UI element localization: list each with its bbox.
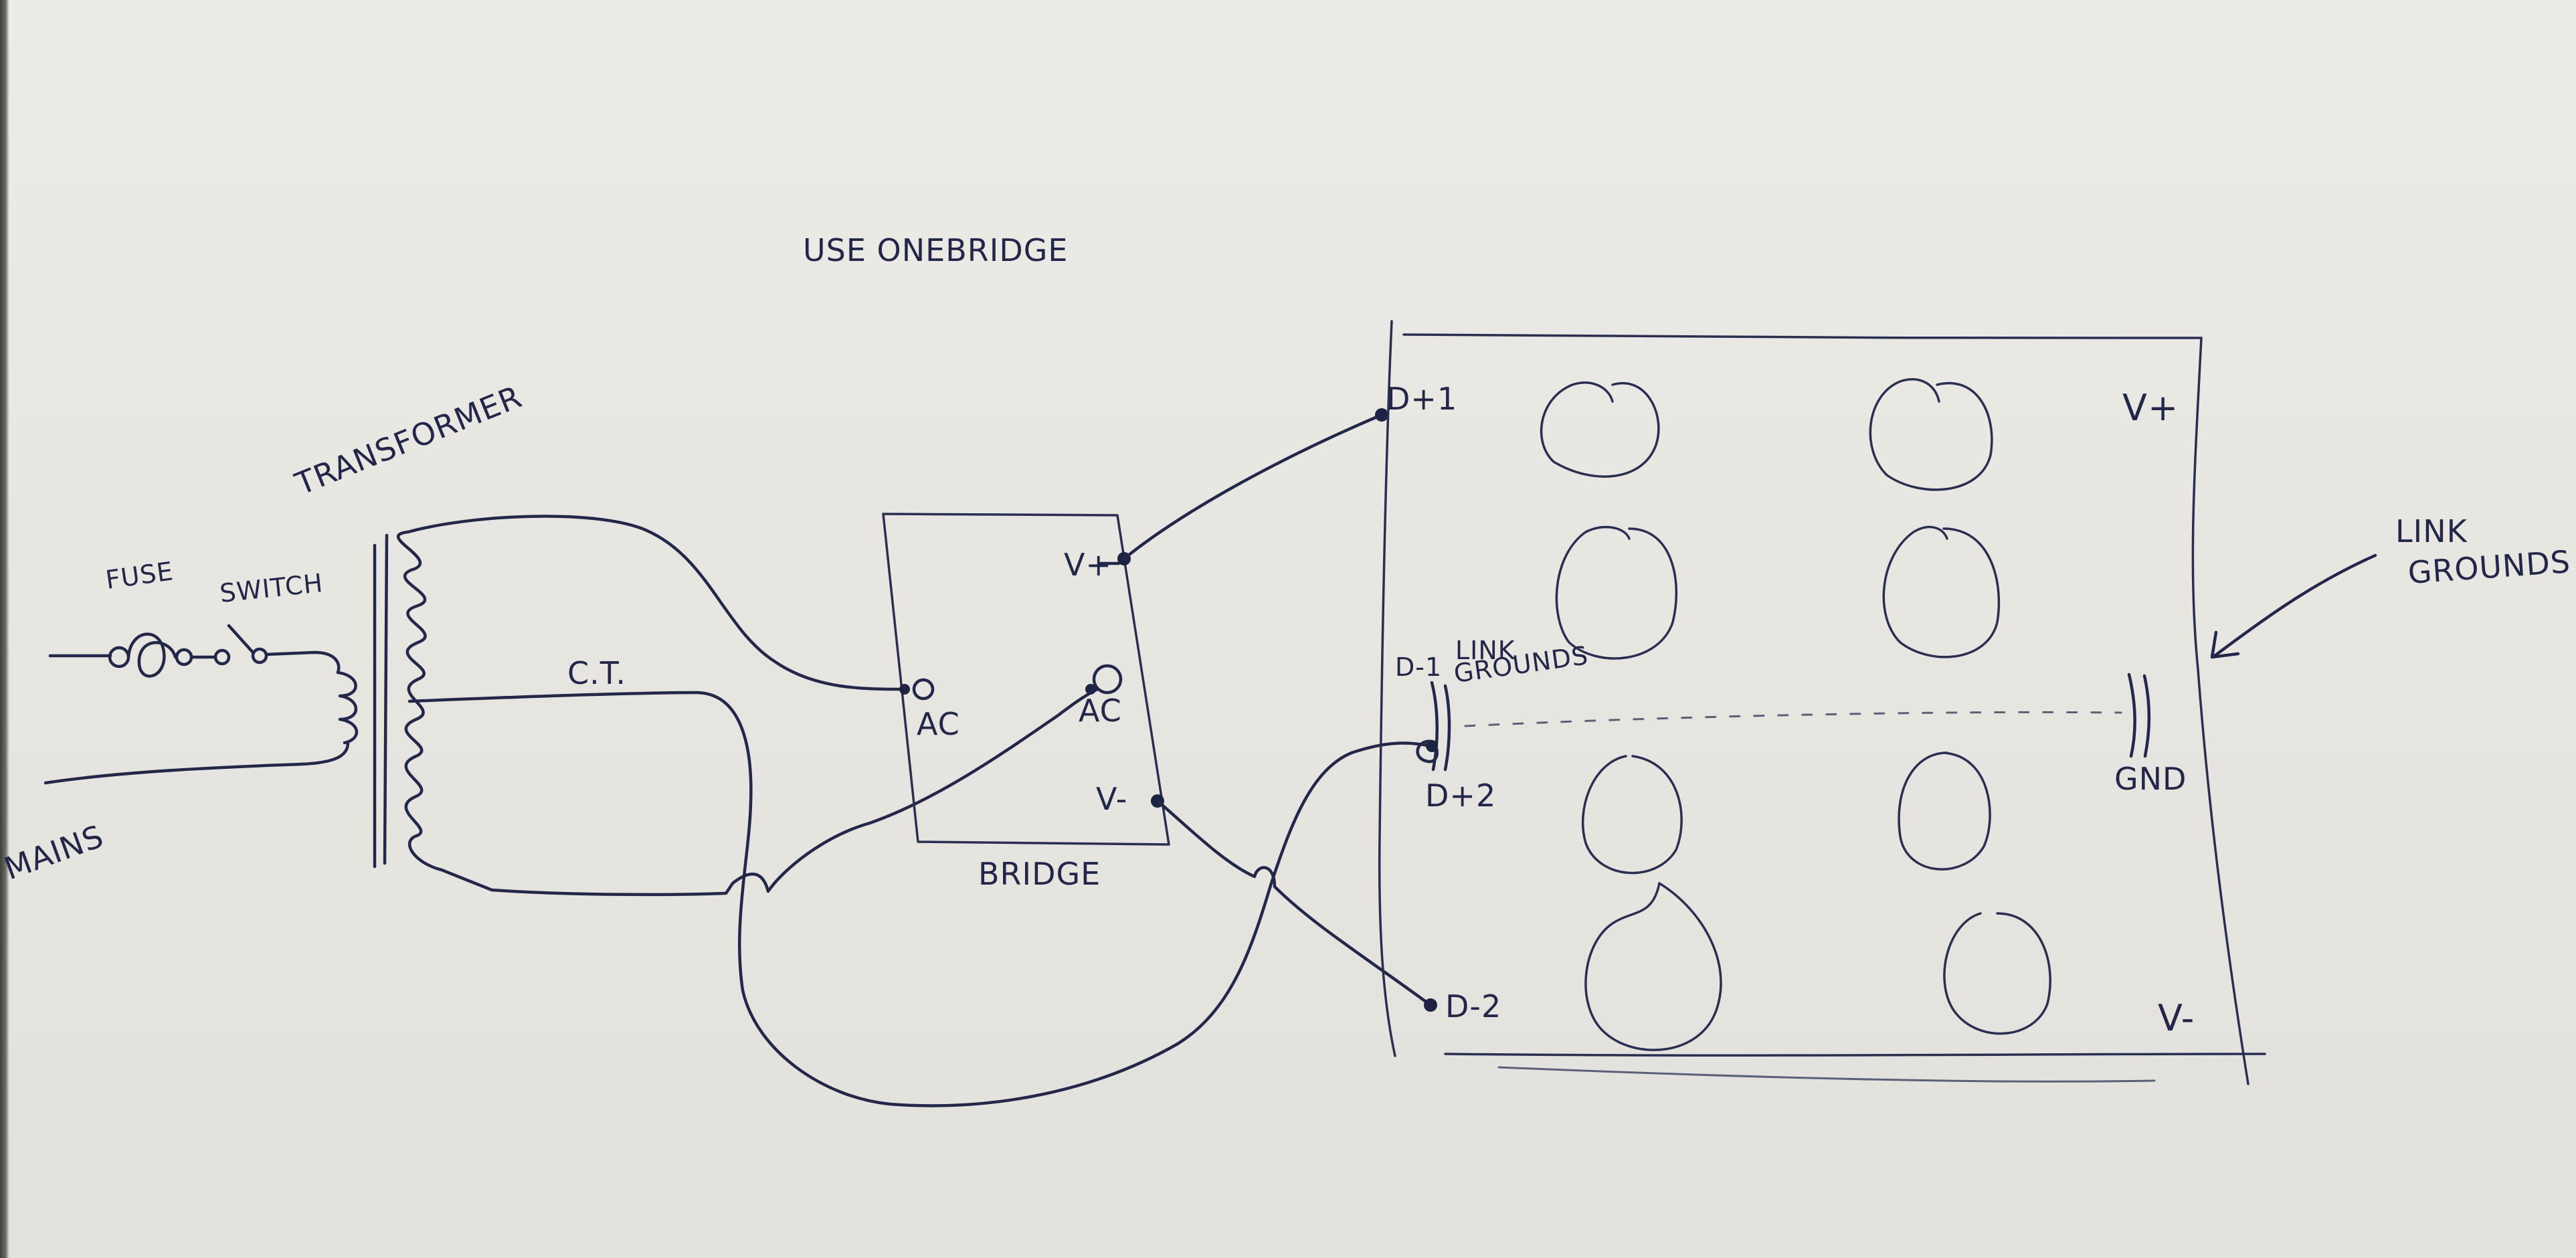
- dplus1-dot: [1375, 408, 1388, 422]
- board-vplus-label: V+: [2122, 387, 2179, 429]
- cap-circle: [1540, 381, 1660, 478]
- cap-circle: [1584, 882, 1722, 1051]
- ground-link-dotted: [1464, 711, 2122, 727]
- wire-vplus-to-dplus1: [1122, 413, 1384, 561]
- cap-circle: [1898, 751, 1991, 871]
- cap-circle: [1581, 755, 1683, 875]
- link-grounds-inner-label-1: LINK: [1455, 636, 1515, 665]
- link-ground-bracket-2: [1443, 684, 1451, 772]
- wire-center-tap-to-dplus2: [407, 691, 1434, 1107]
- dplus2-label: D+2: [1425, 778, 1496, 814]
- bridge-vminus-label: V-: [1096, 781, 1127, 817]
- bridge-label: BRIDGE: [978, 856, 1101, 892]
- link-grounds-note-1: LINK: [2395, 513, 2468, 549]
- ac-right-label: AC: [1079, 693, 1122, 729]
- mains-line-lower: [43, 741, 350, 785]
- ac-left-dot: [899, 684, 910, 695]
- wire-top-to-ac-left: [406, 515, 907, 691]
- fuse-symbol: [108, 632, 193, 678]
- dminus2-dot: [1424, 998, 1437, 1012]
- fuse-label: FUSE: [104, 556, 175, 595]
- capacitor-circles: [1540, 378, 2051, 1051]
- dplus2-dot: [1426, 740, 1438, 752]
- wire-vminus-to-dminus2: [1156, 799, 1433, 1007]
- dminus2-label: D-2: [1445, 988, 1501, 1024]
- link-grounds-note-2: GROUNDS: [2407, 543, 2572, 591]
- cap-circle: [1943, 912, 2051, 1035]
- ac-left-terminal: [912, 678, 935, 701]
- amp-board-outline: [1378, 320, 2266, 1085]
- bridge-box: [882, 513, 1170, 846]
- dplus1-label: D+1: [1386, 381, 1457, 417]
- switch-label: SWITCH: [218, 568, 325, 608]
- dminus1-label: D-1: [1395, 652, 1442, 682]
- switch-symbol: [191, 624, 341, 675]
- gnd-label: GND: [2114, 761, 2187, 797]
- mains-label: MAINS: [0, 818, 108, 887]
- cap-circle: [1869, 378, 1993, 491]
- pointer-arrow: [2210, 553, 2377, 659]
- transformer-symbol: [336, 530, 444, 872]
- ac-right-dot: [1085, 684, 1096, 695]
- cap-circle: [1555, 525, 1677, 660]
- gnd-bracket-2: [2142, 674, 2151, 758]
- center-tap-label: C.T.: [567, 655, 626, 691]
- transformer-label: TRANSFORMER: [290, 378, 527, 502]
- wire-bottom-to-ac-right: [440, 687, 1099, 897]
- title-text: USE ONEBRIDGE: [803, 232, 1068, 268]
- board-vminus-label: V-: [2158, 997, 2195, 1039]
- cap-circle: [1882, 525, 2001, 658]
- gnd-bracket-1: [2127, 672, 2136, 758]
- ac-left-label: AC: [917, 706, 960, 742]
- ac-right-terminal: [1092, 664, 1123, 695]
- table-edge: [0, 0, 9, 1258]
